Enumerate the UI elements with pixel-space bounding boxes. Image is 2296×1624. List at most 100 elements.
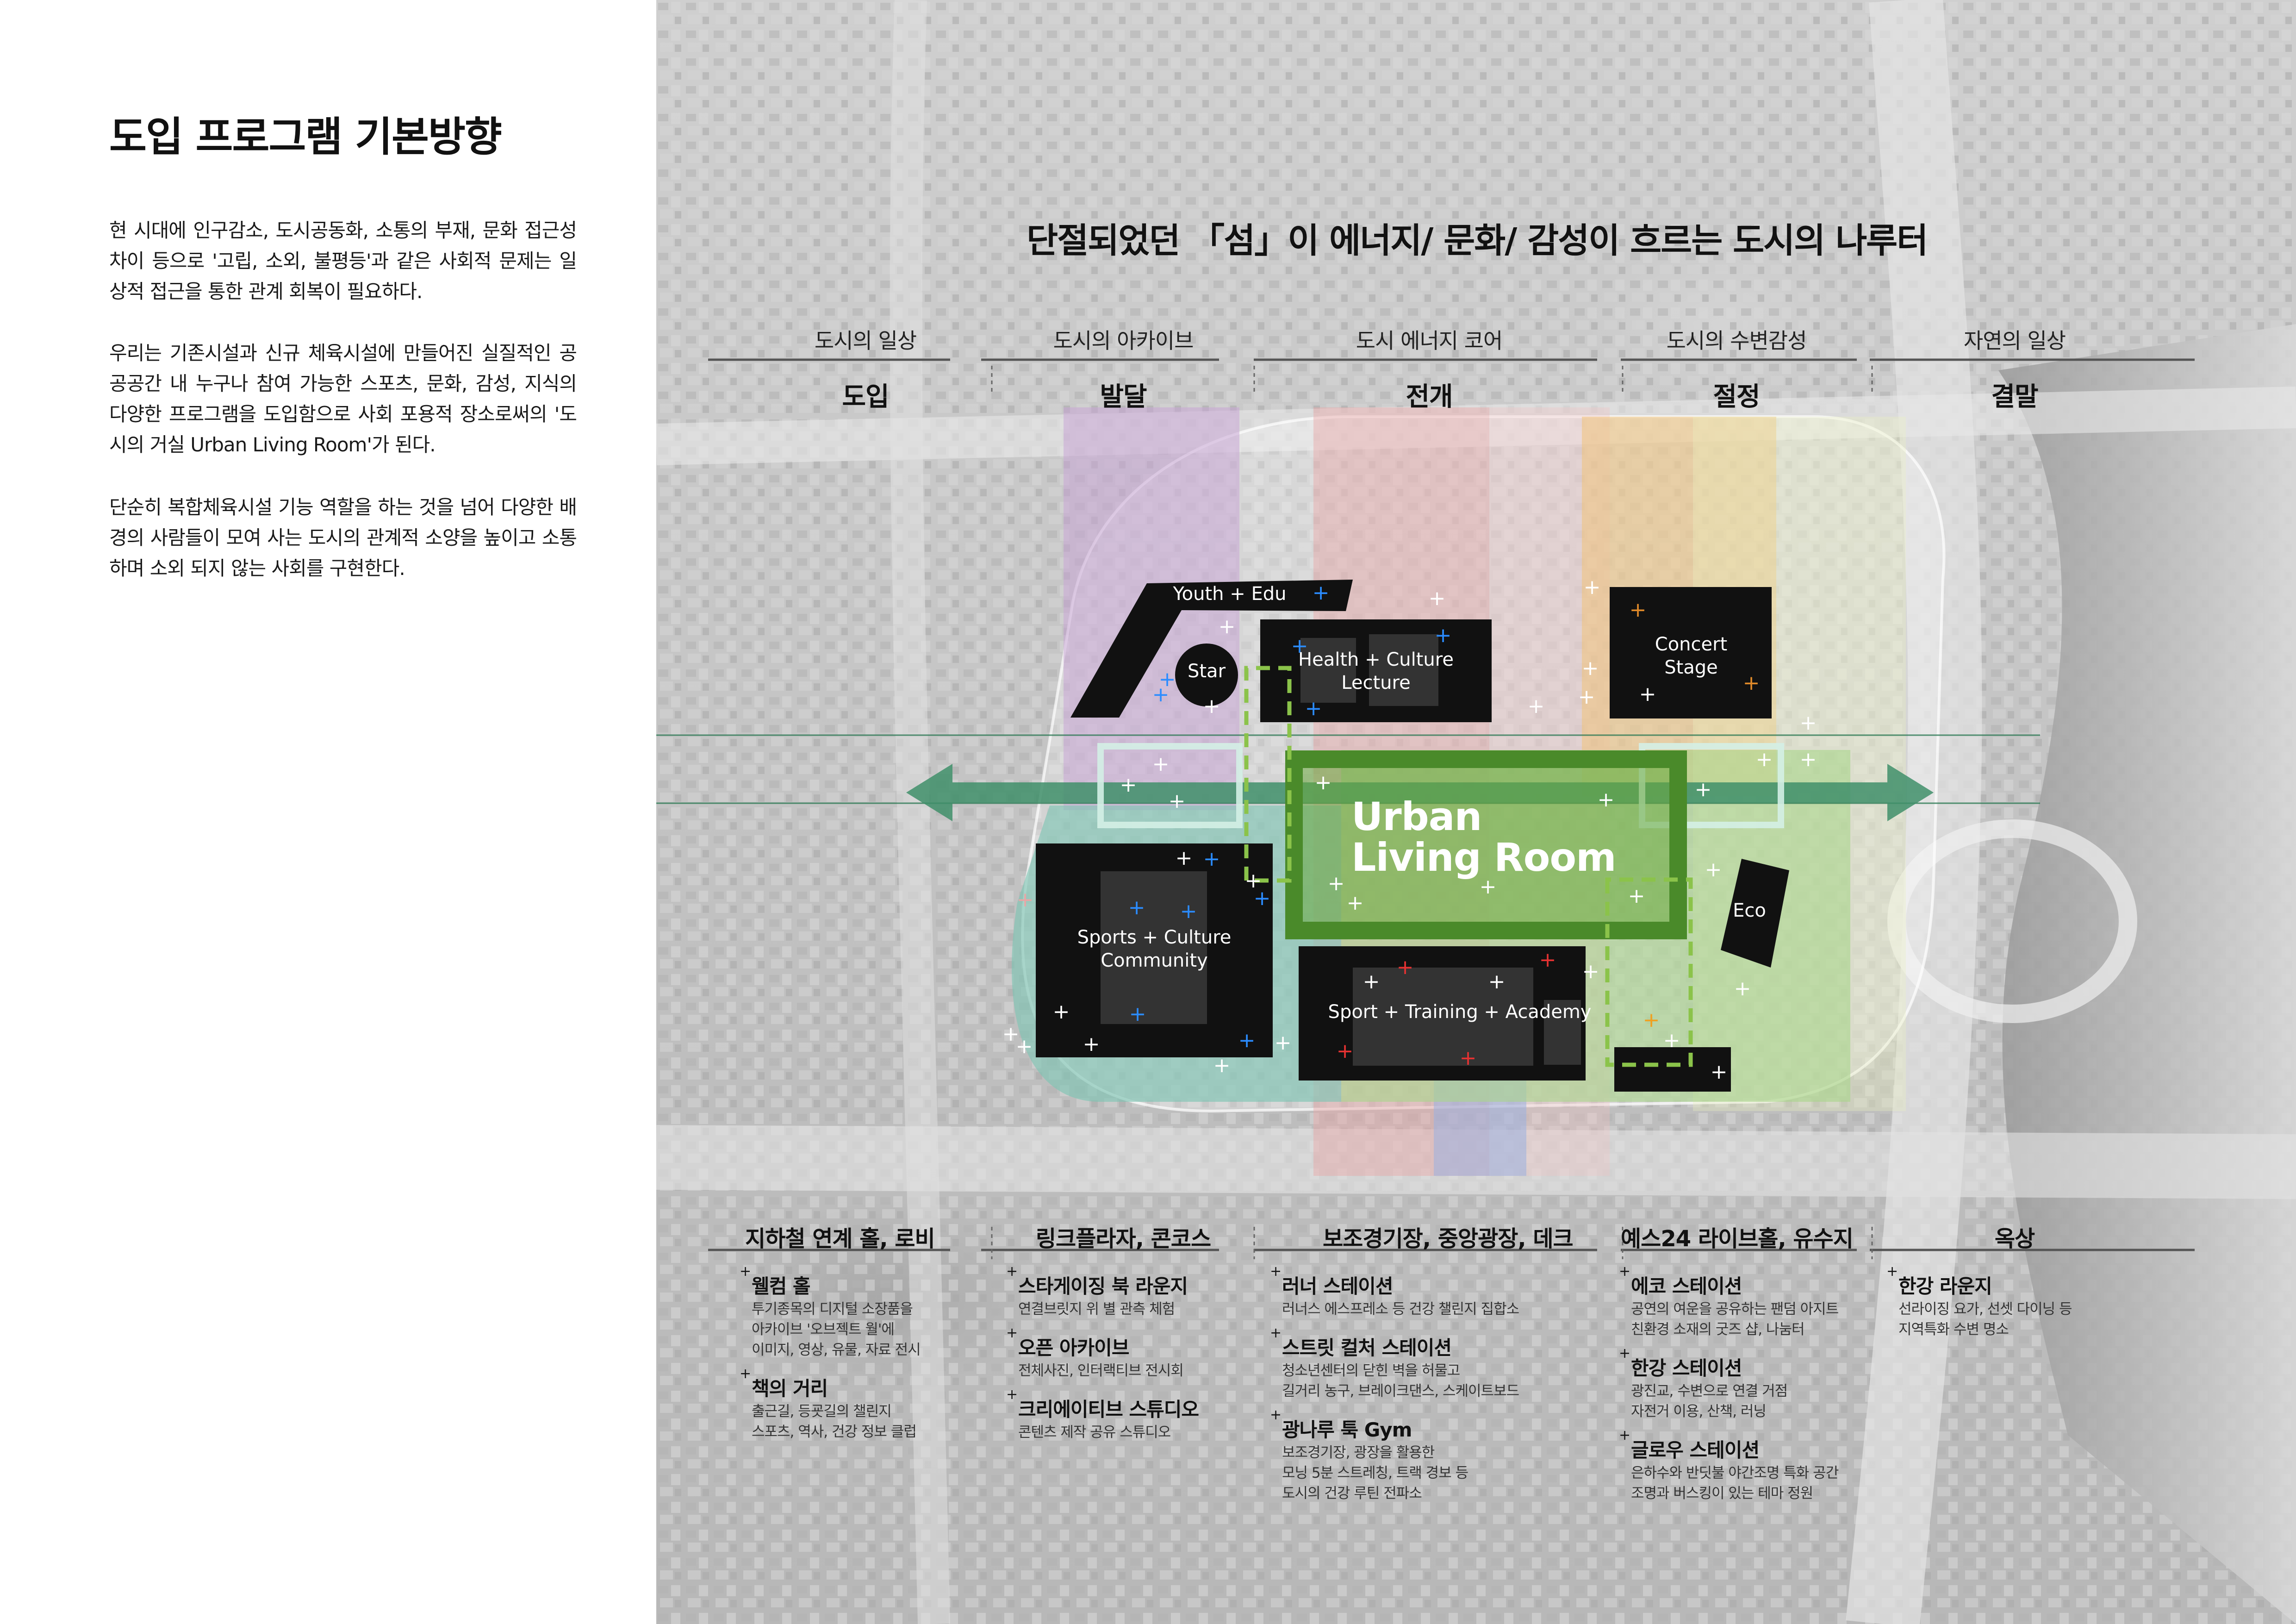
label-health-culture-lecture: Health + Culture Lecture <box>1298 648 1454 694</box>
svg-text:+: + <box>1219 615 1236 638</box>
program-desc: 조명과 버스킹이 있는 테마 정원 <box>1631 1485 1813 1502</box>
program-desc: 콘텐츠 제작 공유 스튜디오 <box>1018 1424 1171 1441</box>
svg-text:+: + <box>1337 1039 1354 1063</box>
phase-development-bottom: 발달 <box>1100 382 1147 412</box>
program-item: +에코 스테이션 공연의 여운을 공유하는 팬덤 아지트 친환경 소재의 굿즈 … <box>1619 1263 1898 1340</box>
building-health-inner-2 <box>1369 634 1438 706</box>
interchange-loop <box>1887 819 2137 1023</box>
zone-heading-subway: 지하철 연계 홀, 로비 <box>745 1226 935 1252</box>
program-name-text: 오픈 아카이브 <box>1018 1337 1129 1359</box>
program-name: +웰컴 홀 <box>740 1263 1001 1299</box>
label-youth-edu: Youth + Edu <box>1173 583 1287 605</box>
building-health-inner-1 <box>1300 638 1356 703</box>
urban-living-room-frame <box>1285 750 1687 939</box>
svg-text:+: + <box>1176 846 1193 870</box>
vertical-road <box>890 0 950 1624</box>
program-desc: 친환경 소재의 굿즈 샵, 나눔터 <box>1631 1321 1805 1338</box>
urban-living-room-label: Urban Living Room <box>1351 796 1617 878</box>
program-desc: 공연의 여운을 공유하는 팬덤 아지트 <box>1631 1301 1839 1318</box>
phase-dotted-ticks <box>991 366 1873 1259</box>
program-desc: 전체사진, 인터랙티브 전시회 <box>1018 1362 1184 1379</box>
program-name-text: 한강 스테이션 <box>1631 1357 1742 1380</box>
label-sports-line2: Community <box>1101 950 1208 971</box>
program-desc: 지역특화 수변 명소 <box>1898 1321 2009 1338</box>
program-name: +글로우 스테이션 <box>1619 1427 1898 1463</box>
plus-icon: + <box>1619 1345 1630 1362</box>
program-item: +한강 스테이션 광진교, 수변으로 연결 거점 자전거 이용, 산책, 러닝 <box>1619 1345 1898 1422</box>
plus-icon: + <box>1270 1325 1282 1341</box>
urban-living-room-fill <box>1294 759 1678 931</box>
program-name: +광나루 툭 Gym <box>1270 1407 1596 1443</box>
label-eco: Eco <box>1733 900 1766 921</box>
program-name: +한강 스테이션 <box>1619 1345 1898 1381</box>
intro-paragraph-3: 단순히 복합체육시설 기능 역할을 하는 것을 넘어 다양한 배경의 사람들이 … <box>109 496 577 580</box>
program-item: +오픈 아카이브 전체사진, 인터랙티브 전시회 <box>1006 1325 1267 1381</box>
svg-text:+: + <box>1429 587 1446 610</box>
program-item: +책의 거리 출근길, 등굣길의 챌린지 스포츠, 역사, 건강 정보 클럽 <box>740 1366 1001 1442</box>
left-text-panel: 도입 프로그램 기본방향 현 시대에 인구감소, 도시공동화, 소통의 부재, … <box>0 0 656 1624</box>
svg-text:+: + <box>1254 887 1271 910</box>
svg-text:+: + <box>1705 858 1722 881</box>
zone-heading-rooftop: 옥상 <box>1994 1226 2035 1252</box>
svg-text:+: + <box>1120 773 1137 797</box>
svg-text:+: + <box>1315 771 1332 794</box>
phase-divider-lines <box>708 358 2195 1251</box>
svg-text:+: + <box>1582 656 1599 680</box>
svg-text:+: + <box>1711 1060 1728 1084</box>
program-name: +스타게이징 북 라운지 <box>1006 1263 1267 1299</box>
program-list-live-hall: +에코 스테이션 공연의 여운을 공유하는 팬덤 아지트 친환경 소재의 굿즈 … <box>1619 1263 1898 1517</box>
svg-text:+: + <box>1203 847 1220 871</box>
program-name-text: 글로우 스테이션 <box>1631 1439 1760 1462</box>
intro-paragraph-1: 현 시대에 인구감소, 도시공동화, 소통의 부재, 문화 접근성 차이 등으로… <box>109 219 577 303</box>
svg-text:+: + <box>1291 634 1308 658</box>
program-name-text: 웰컴 홀 <box>752 1275 811 1298</box>
program-item: +러너 스테이션 러너스 에스프레소 등 건강 챌린지 집합소 <box>1270 1263 1596 1319</box>
building-sport-training-annex <box>1614 1047 1731 1092</box>
label-sport-training-academy: Sport + Training + Academy <box>1328 1001 1592 1023</box>
plus-icon: + <box>740 1263 751 1280</box>
phase-intro-bottom: 도입 <box>842 382 889 412</box>
diagram-headline: 단절되었던 「섬」이 에너지/ 문화/ 감성이 흐르는 도시의 나루터 <box>1027 221 1928 261</box>
program-name-text: 스타게이징 북 라운지 <box>1018 1275 1188 1298</box>
label-sports-culture-community: Sports + Culture Community <box>1077 926 1232 972</box>
circulation-path-right <box>1605 877 1693 1067</box>
program-desc: 보조경기장, 광장을 활용한 <box>1282 1444 1435 1461</box>
label-concert-line1: Concert <box>1655 634 1728 655</box>
program-list-subway: +웰컴 홀 투기종목의 디지털 소장품을 아카이브 '오브젝트 월'에 이미지,… <box>740 1263 1001 1455</box>
plus-icon: + <box>1619 1427 1630 1443</box>
plus-icon: + <box>1006 1325 1018 1341</box>
plus-icon: + <box>1619 1263 1630 1280</box>
program-item: +글로우 스테이션 은하수와 반딧불 야간조명 특화 공간 조명과 버스킹이 있… <box>1619 1427 1898 1504</box>
program-desc: 자전거 이용, 산책, 러닝 <box>1631 1403 1767 1420</box>
phase-conclusion: 자연의 일상 결말 <box>1922 324 2107 413</box>
program-desc: 러너스 에스프레소 등 건강 챌린지 집합소 <box>1282 1301 1519 1318</box>
phase-expansion: 도시 에너지 코어 전개 <box>1337 324 1522 413</box>
program-name: +크리에이티브 스튜디오 <box>1006 1387 1267 1422</box>
program-name-text: 크리에이티브 스튜디오 <box>1018 1398 1199 1421</box>
program-desc: 청소년센터의 닫힌 벽을 허물고 <box>1282 1362 1460 1379</box>
building-youth-edu <box>1070 580 1353 718</box>
svg-text:+: + <box>1743 671 1760 695</box>
svg-text:+: + <box>1756 748 1773 771</box>
svg-text:+: + <box>1488 970 1506 993</box>
svg-text:+: + <box>1053 1000 1070 1024</box>
plus-markers: + + + + + + + + + + + + + + + + + + + + … <box>1002 575 1817 1084</box>
svg-text:+: + <box>1128 896 1145 919</box>
building-sports-inner <box>1101 871 1207 1024</box>
svg-text:+: + <box>1129 1002 1146 1026</box>
svg-text:+: + <box>1800 711 1817 735</box>
phase-climax: 도시의 수변감성 절정 <box>1644 324 1829 413</box>
svg-text:+: + <box>1169 789 1186 813</box>
zone-heading-live-hall: 예스24 라이브홀, 유수지 <box>1621 1226 1854 1252</box>
svg-text:+: + <box>1313 581 1330 605</box>
svg-text:+: + <box>1238 1029 1256 1052</box>
svg-text:+: + <box>1397 956 1414 979</box>
svg-text:+: + <box>1628 884 1645 908</box>
svg-text:+: + <box>1275 1031 1292 1055</box>
program-desc: 도시의 건강 루틴 전파소 <box>1282 1485 1422 1502</box>
zone-heading-sub-stadium: 보조경기장, 중앙광장, 데크 <box>1323 1226 1574 1252</box>
svg-text:+: + <box>1734 977 1751 1000</box>
program-item: +광나루 툭 Gym 보조경기장, 광장을 활용한 모닝 5분 스트레칭, 트랙… <box>1270 1407 1596 1504</box>
phase-climax-bottom: 절정 <box>1713 382 1760 412</box>
program-desc: 아카이브 '오브젝트 월'에 <box>752 1321 895 1338</box>
